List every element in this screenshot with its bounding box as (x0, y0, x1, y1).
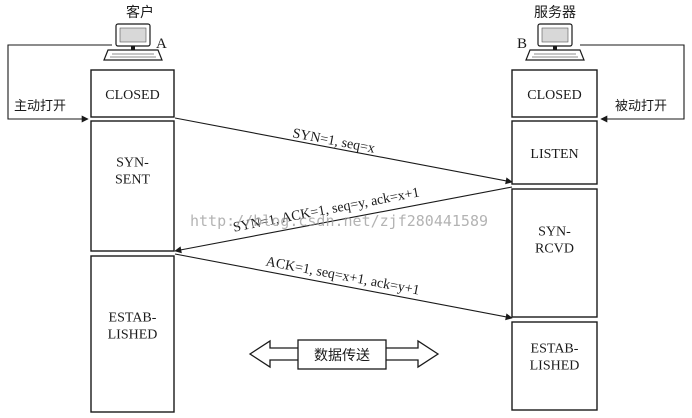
ack-message-arrow (174, 253, 513, 321)
state-label: SYN-SENT (115, 156, 150, 188)
client-state-closed: CLOSED (90, 69, 175, 118)
state-label: ESTAB-LISHED (530, 342, 580, 374)
state-label: CLOSED (527, 88, 581, 103)
syn-message-label: SYN=1, seq=x (291, 126, 376, 156)
client-computer-icon (103, 23, 163, 61)
state-label: ESTAB-LISHED (108, 311, 158, 343)
state-label: SYN-RCVD (535, 225, 574, 257)
watermark-url: http://blog.csdn.net/zjf280441589 (190, 212, 488, 230)
syn-ack-message-arrow (174, 186, 513, 254)
passive-open-label: 被动打开 (615, 99, 667, 114)
server-state-listen: LISTEN (511, 120, 598, 185)
active-open-line (7, 44, 112, 123)
client-node-label: A (156, 36, 167, 52)
state-label: CLOSED (105, 88, 159, 103)
client-state-syn-sent: SYN-SENT (90, 120, 175, 252)
active-open-label: 主动打开 (14, 99, 66, 114)
client-state-established: ESTAB-LISHED (90, 255, 175, 413)
server-title: 服务器 (534, 5, 576, 21)
server-state-closed: CLOSED (511, 69, 598, 118)
syn-message-arrow (174, 117, 513, 185)
server-state-established: ESTAB-LISHED (511, 321, 598, 411)
client-title: 客户 (126, 4, 154, 21)
data-transfer-arrow (248, 339, 440, 370)
ack-message-label: ACK=1, seq=x+1, ack=y+1 (265, 255, 421, 299)
server-computer-icon (525, 23, 585, 61)
server-node-label: B (517, 36, 527, 52)
passive-open-line (580, 44, 685, 123)
server-state-syn-rcvd: SYN-RCVD (511, 188, 598, 318)
state-label: LISTEN (530, 147, 578, 162)
data-transfer-label: 数据传送 (314, 348, 370, 364)
